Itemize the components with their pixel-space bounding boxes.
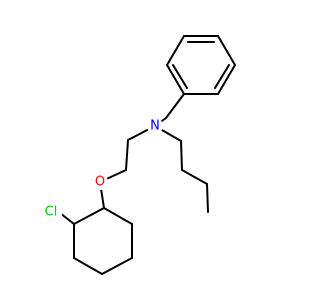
bond [103,207,133,225]
bonds [59,35,236,275]
atom-bg [40,203,62,221]
bond [166,64,185,95]
bond [206,183,209,213]
bond [181,169,208,185]
bond [73,257,103,275]
bond [101,257,133,275]
bond [166,35,185,66]
bond [73,207,105,225]
oxygen-atom-label: O [95,175,105,190]
molecule-structure: N O Cl [40,35,236,275]
bond [59,212,75,225]
atom-bg [92,174,108,190]
double-bond-inner [214,64,230,89]
double-bond-inner [172,64,188,89]
bond [217,35,236,66]
bond [180,140,183,171]
atom-labels: N O Cl [40,118,163,221]
bond [125,139,129,171]
bond [217,64,236,95]
nitrogen-atom-label: N [150,119,160,134]
atom-bg [147,118,163,134]
bond [165,93,185,119]
chlorine-atom-label: Cl [45,205,58,220]
